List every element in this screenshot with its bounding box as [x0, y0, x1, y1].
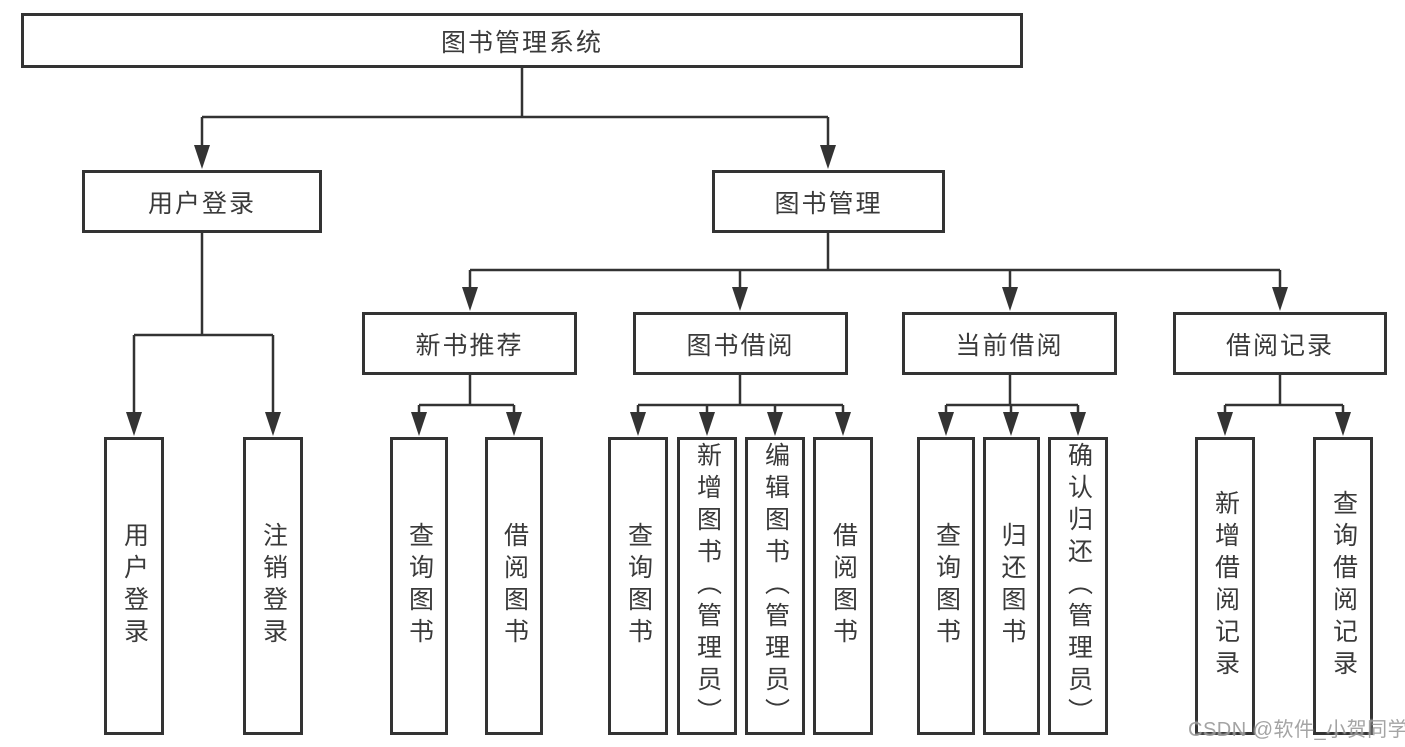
node-book-management: 图书管理: [712, 170, 945, 233]
leaf-borrow-books-2: 借阅图书: [813, 437, 873, 735]
leaf-confirm-return-admin-label: 确认归还（管理员）: [1064, 442, 1093, 730]
leaf-borrow-books-1: 借阅图书: [485, 437, 543, 735]
leaf-user-login-label: 用户登录: [120, 522, 149, 650]
node-current-borrow: 当前借阅: [902, 312, 1117, 375]
watermark-text: CSDN @软件_小贺同学: [1188, 719, 1405, 741]
leaf-return-book: 归还图书: [983, 437, 1040, 735]
leaf-query-borrow-record-label: 查询借阅记录: [1329, 490, 1358, 682]
leaf-add-book-admin-label: 新增图书（管理员）: [693, 442, 722, 730]
leaf-return-book-label: 归还图书: [998, 522, 1026, 650]
node-user-login: 用户登录: [82, 170, 322, 233]
leaf-logout-label: 注销登录: [259, 522, 288, 650]
leaf-logout: 注销登录: [243, 437, 303, 735]
leaf-query-books-2: 查询图书: [608, 437, 668, 735]
node-new-book-recommend: 新书推荐: [362, 312, 577, 375]
leaf-query-books-2-label: 查询图书: [624, 522, 653, 650]
leaf-query-books-1: 查询图书: [390, 437, 448, 735]
leaf-borrow-books-2-label: 借阅图书: [829, 522, 858, 650]
leaf-add-book-admin: 新增图书（管理员）: [677, 437, 737, 735]
leaf-edit-book-admin-label: 编辑图书（管理员）: [761, 442, 790, 730]
leaf-borrow-books-1-label: 借阅图书: [500, 522, 529, 650]
leaf-query-books-3-label: 查询图书: [932, 522, 961, 650]
node-book-borrow: 图书借阅: [633, 312, 848, 375]
leaf-add-borrow-record: 新增借阅记录: [1195, 437, 1255, 735]
leaf-add-borrow-record-label: 新增借阅记录: [1211, 490, 1240, 682]
node-borrow-records: 借阅记录: [1173, 312, 1387, 375]
leaf-query-books-3: 查询图书: [917, 437, 975, 735]
leaf-query-borrow-record: 查询借阅记录: [1313, 437, 1373, 735]
leaf-user-login: 用户登录: [104, 437, 164, 735]
node-root: 图书管理系统: [21, 13, 1023, 68]
leaf-edit-book-admin: 编辑图书（管理员）: [745, 437, 805, 735]
leaf-query-books-1-label: 查询图书: [405, 522, 434, 650]
leaf-confirm-return-admin: 确认归还（管理员）: [1048, 437, 1108, 735]
